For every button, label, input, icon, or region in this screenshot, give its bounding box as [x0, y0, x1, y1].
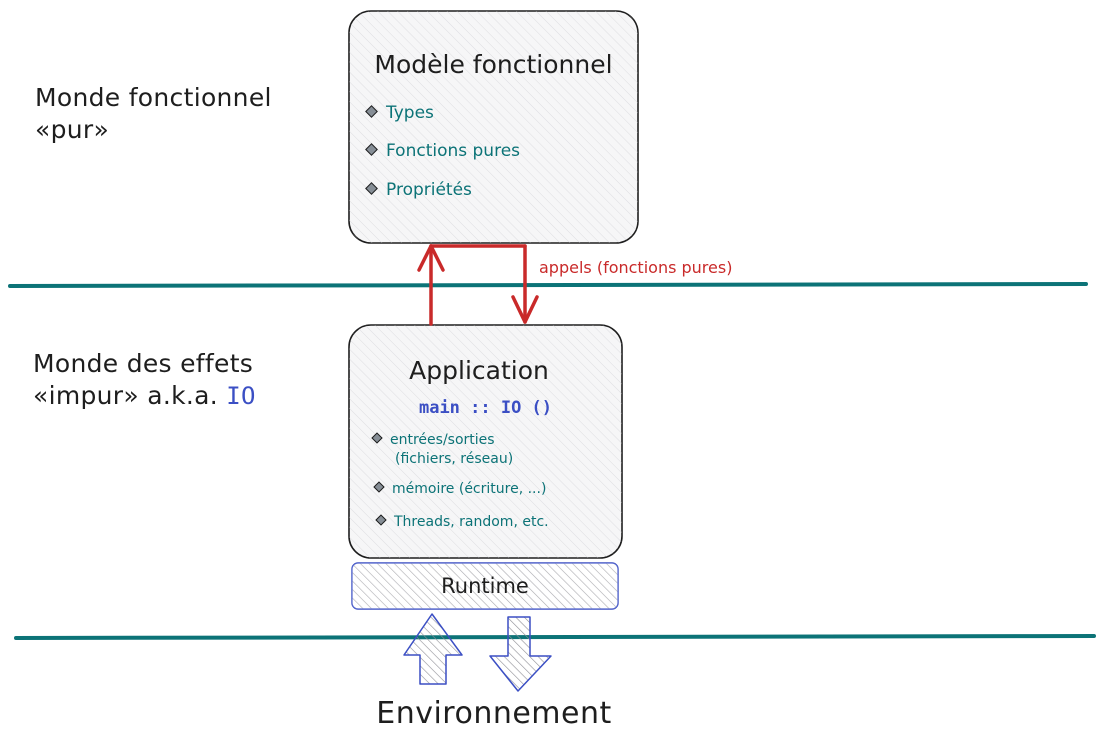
model-item-types: Types: [365, 103, 434, 123]
application-box-title: Application: [409, 356, 549, 385]
diamond-bullet-icon: [365, 181, 378, 195]
diamond-bullet-icon: [373, 481, 385, 493]
effects-world-line2: «impur» a.k.a. IO: [33, 380, 256, 412]
main-signature: main :: IO (): [418, 398, 553, 418]
model-item-properties: Propriétés: [365, 180, 472, 200]
environment-label: Environnement: [376, 696, 612, 731]
io-label: IO: [226, 382, 256, 410]
runtime-label: Runtime: [441, 574, 529, 598]
pure-world-line2: «pur»: [35, 115, 110, 144]
diamond-bullet-icon: [365, 142, 378, 156]
effects-world-line1: Monde des effets: [33, 349, 254, 378]
calls-arrows: [417, 244, 539, 326]
up-block-arrow: [403, 613, 463, 685]
model-box-title: Modèle fonctionnel: [374, 50, 613, 79]
pure-world-label: Monde fonctionnel «pur»: [35, 82, 272, 146]
down-arrow-head: [511, 295, 539, 324]
app-item-memory: mémoire (écriture, ...): [373, 481, 546, 497]
effects-world-label: Monde des effets «impur» a.k.a. IO: [33, 348, 256, 412]
pure-world-line1: Monde fonctionnel: [35, 83, 272, 112]
runtime-boundary-line: [14, 634, 1096, 640]
model-item-pure-functions: Fonctions pures: [365, 141, 520, 161]
pure-boundary-line: [8, 282, 1088, 288]
diamond-bullet-icon: [375, 514, 387, 526]
diamond-bullet-icon: [371, 432, 383, 444]
runtime-bar: [351, 562, 619, 610]
diamond-bullet-icon: [365, 104, 378, 118]
app-item-io: entrées/sorties (fichiers, réseau): [371, 431, 513, 469]
app-item-threads: Threads, random, etc.: [375, 514, 549, 530]
down-block-arrow: [489, 616, 552, 692]
effects-world-impure: «impur» a.k.a.: [33, 381, 218, 410]
calls-label: appels (fonctions pures): [539, 258, 733, 277]
